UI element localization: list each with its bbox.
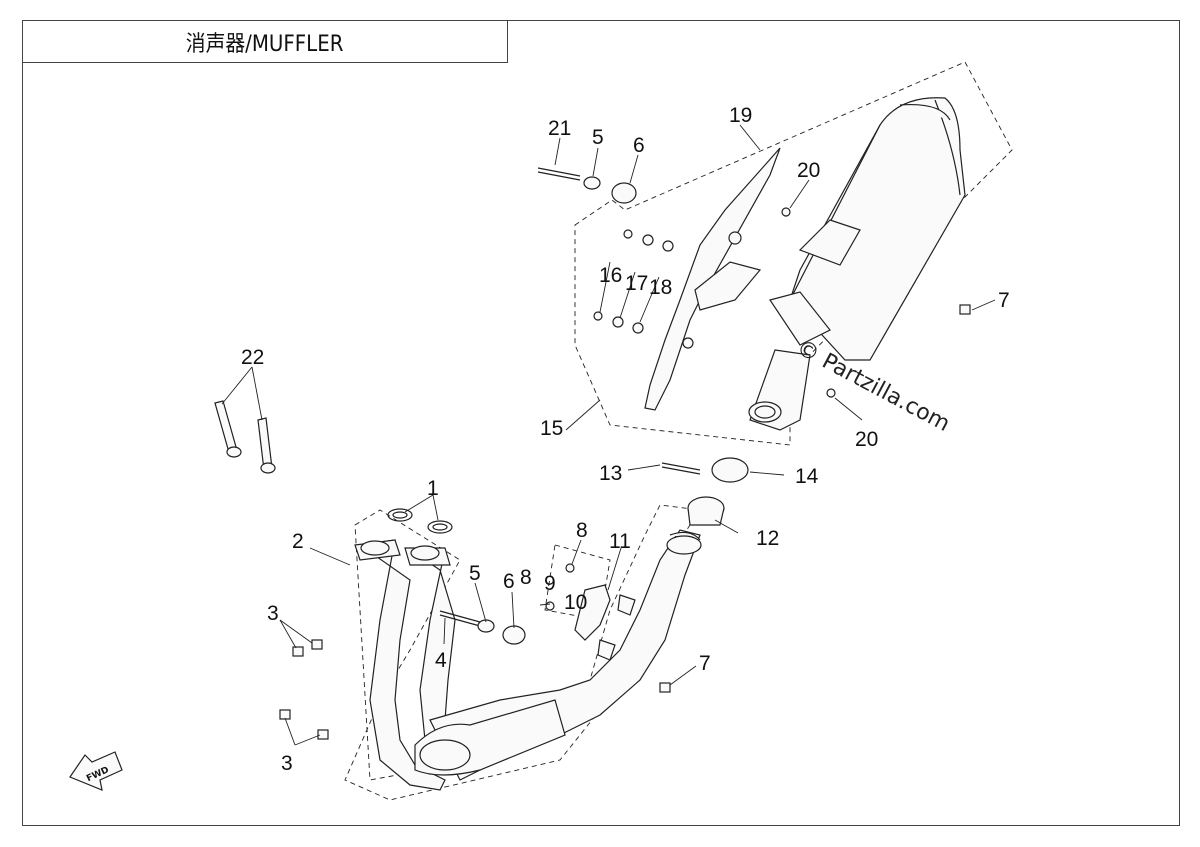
callout-19: 19 (729, 104, 752, 127)
heat-shield (644, 147, 781, 411)
callout-14: 14 (795, 465, 819, 488)
callout-8a: 8 (576, 519, 588, 542)
flanges (354, 539, 451, 566)
callout-6b: 6 (503, 570, 515, 593)
callout-2: 2 (292, 530, 304, 553)
fwd-arrow-icon: FWD (69, 751, 123, 791)
callout-21: 21 (548, 117, 571, 140)
callout-17: 17 (625, 272, 648, 295)
callout-20b: 20 (855, 428, 878, 451)
callout-11: 11 (609, 530, 631, 553)
callout-12: 12 (756, 527, 779, 550)
callout-8b: 8 (520, 566, 532, 589)
callout-20a: 20 (797, 159, 820, 182)
callout-22: 22 (241, 346, 264, 369)
callout-5a: 5 (592, 126, 604, 149)
muffler-group-outline (574, 61, 1013, 446)
callout-6a: 6 (633, 134, 645, 157)
diagram-border (22, 20, 1180, 826)
leader-lines (221, 124, 996, 746)
callout-3b: 3 (281, 752, 293, 775)
callout-1: 1 (427, 477, 439, 500)
callout-7a: 7 (998, 289, 1010, 312)
gaskets (387, 508, 453, 534)
callout-9: 9 (544, 572, 556, 595)
header-pipes (358, 529, 701, 791)
callout-5b: 5 (469, 562, 481, 585)
oxygen-sensors (214, 400, 276, 474)
callout-13: 13 (599, 462, 622, 485)
muffler-body (748, 97, 966, 431)
callout-7b: 7 (699, 652, 711, 675)
callout-18: 18 (649, 276, 672, 299)
small-hardware (439, 167, 971, 693)
flange-nuts (279, 639, 329, 740)
callout-3a: 3 (267, 602, 279, 625)
callout-16: 16 (599, 264, 622, 287)
callout-15: 15 (540, 417, 563, 440)
callout-numbers: 1 2 3 3 4 5 5 6 6 7 7 8 8 9 10 11 12 13 … (241, 104, 1010, 775)
title-box: 消声器/MUFFLER (22, 20, 508, 63)
diagram-title: 消声器/MUFFLER (186, 31, 344, 57)
callout-4: 4 (435, 649, 447, 672)
callout-10: 10 (564, 591, 587, 614)
bracket (574, 584, 636, 661)
